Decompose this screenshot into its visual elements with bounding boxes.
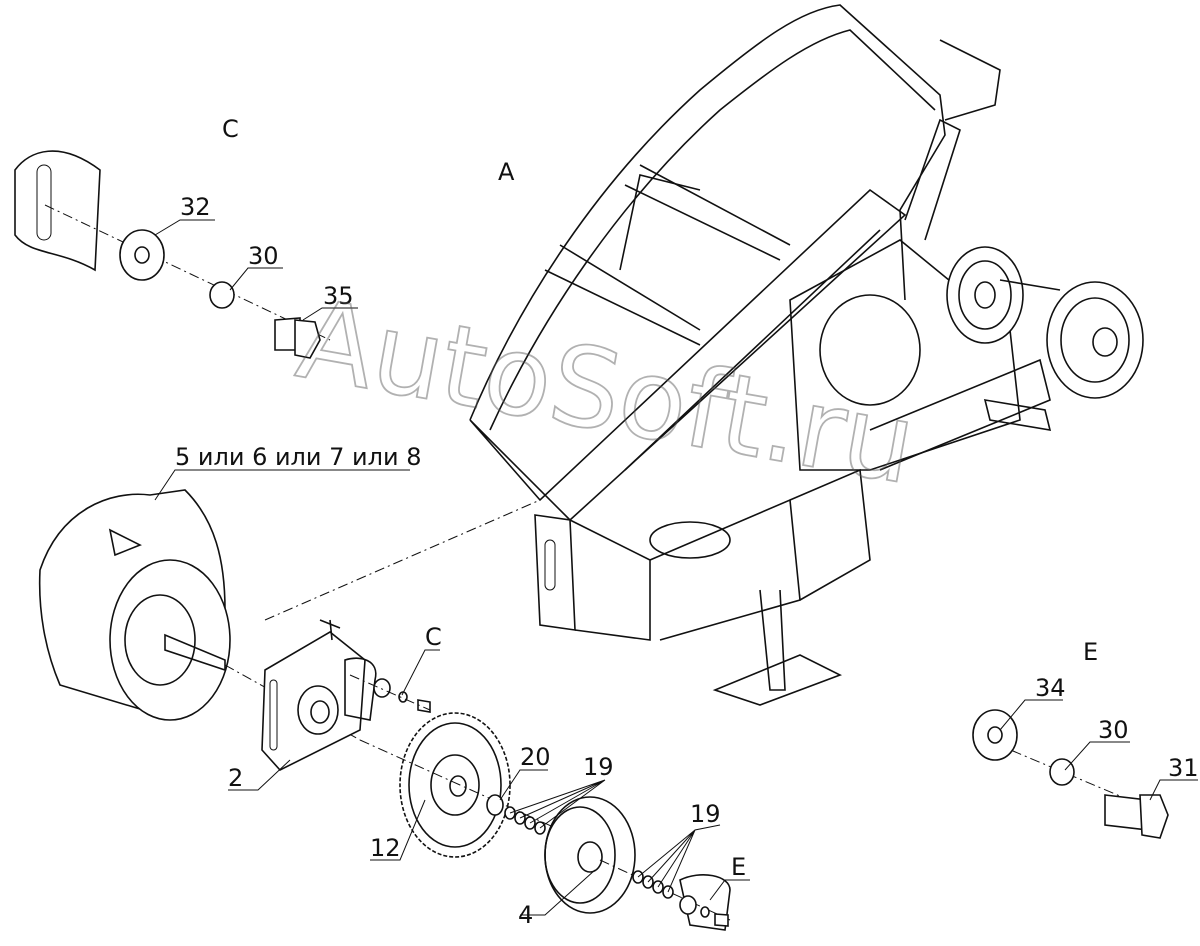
- detail-e-bottom: [679, 874, 731, 931]
- view-label-e-bottom: E: [731, 853, 746, 881]
- part-label-12: 12: [370, 834, 401, 862]
- shims-19-top: [504, 806, 546, 835]
- shims-19-bottom: [632, 870, 674, 899]
- washer-32: [119, 229, 165, 281]
- part-label-4: 4: [518, 901, 533, 929]
- part-label-2: 2: [228, 764, 243, 792]
- frame-pulley-left: [946, 246, 1024, 344]
- part-labels: 32 30 35 5 или 6 или 7 или 8 2 12 20 19 …: [175, 193, 1199, 929]
- part-label-30-top: 30: [248, 242, 279, 270]
- part-label-20: 20: [520, 743, 551, 771]
- watermark: AutoSoft.ru: [289, 275, 924, 509]
- part-label-5-6-7-8: 5 или 6 или 7 или 8: [175, 443, 421, 471]
- detail-c-top: [14, 150, 331, 359]
- frame-assembly: [469, 4, 1144, 706]
- rotor-assembly: [38, 489, 361, 741]
- bolt-31: [1104, 794, 1169, 839]
- part-label-34: 34: [1035, 674, 1066, 702]
- spacer-20: [486, 794, 504, 816]
- bolt-35: [274, 317, 321, 359]
- lock-washer-30-right: [1049, 758, 1075, 786]
- part-label-32: 32: [180, 193, 211, 221]
- part-label-35: 35: [323, 282, 354, 310]
- view-label-c-bracket: C: [425, 623, 442, 651]
- part-label-19-top: 19: [583, 753, 614, 781]
- part-label-19-bottom: 19: [690, 800, 721, 828]
- part-label-30-right: 30: [1098, 716, 1129, 744]
- leader-lines: [154, 219, 1198, 916]
- view-label-c-top: C: [222, 115, 239, 143]
- view-label-a: A: [498, 158, 515, 186]
- view-label-e-right: E: [1083, 638, 1098, 666]
- frame-pulley-right: [1046, 281, 1144, 399]
- lock-washer-30: [209, 281, 235, 309]
- detail-e-right: [972, 709, 1169, 839]
- part-label-31: 31: [1168, 754, 1199, 782]
- bracket-plate-2: [261, 499, 541, 771]
- pulley-4: [544, 796, 731, 921]
- view-labels: A C C E E: [222, 115, 1098, 881]
